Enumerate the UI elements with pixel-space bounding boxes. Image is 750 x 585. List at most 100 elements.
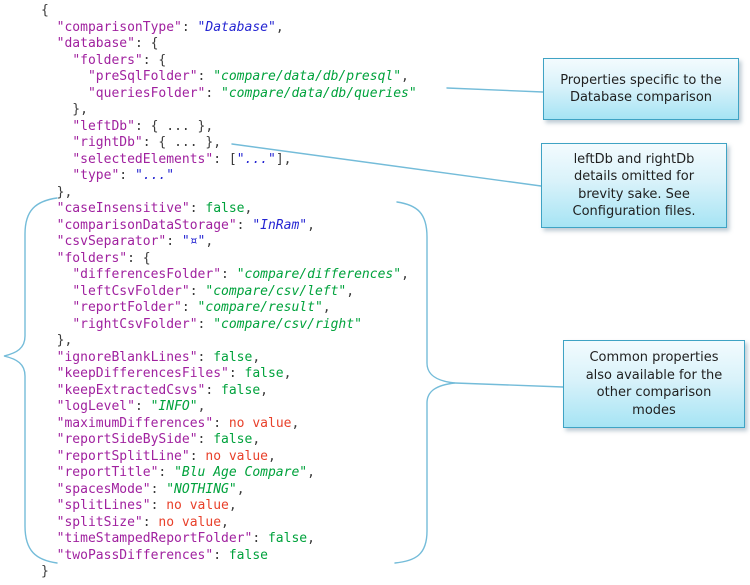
code-line: "folders": { — [41, 53, 417, 70]
code-token-punct — [41, 119, 72, 134]
code-token-punct — [41, 218, 57, 233]
code-token-punct: , — [236, 481, 245, 497]
code-token-punct: , — [221, 514, 229, 530]
code-line: } — [41, 564, 417, 581]
code-token-sgreen: "compare/csv/right" — [213, 316, 362, 332]
code-token-bool: false — [205, 201, 245, 216]
code-token-punct: , — [268, 448, 276, 464]
code-line: }, — [41, 185, 417, 202]
code-token-punct: : — [197, 316, 214, 332]
code-token-punct: : — [158, 465, 175, 480]
code-token-sgreen: "compare/data/db/queries" — [221, 85, 417, 101]
code-line: "splitLines": no value, — [41, 498, 417, 515]
code-token-punct: , — [401, 267, 409, 282]
code-token-punct: : — [189, 201, 206, 216]
code-token-punct — [41, 152, 72, 167]
code-token-key: "maximumDifferences" — [56, 415, 214, 431]
code-token-punct: : — [142, 514, 159, 530]
code-token-punct: : — [181, 19, 198, 35]
code-token-punct — [41, 531, 57, 546]
code-line: { — [41, 3, 417, 20]
code-token-punct: { — [41, 3, 49, 18]
code-token-punct: : — [119, 168, 135, 183]
code-token-key: "leftDb" — [72, 118, 135, 134]
callout-database-properties-text: Properties specific to the Database comp… — [560, 72, 722, 106]
code-token-key: "database" — [56, 36, 135, 51]
code-line: "comparisonDataStorage": "InRam", — [41, 218, 417, 235]
code-line: "reportFolder": "compare/result", — [41, 300, 417, 317]
code-token-key: "rightDb" — [72, 135, 143, 150]
code-token-punct: , — [307, 531, 315, 546]
code-line: "rightDb": { ... }, — [41, 135, 417, 152]
code-line: "type": "..." — [41, 168, 417, 185]
code-token-punct: : — [189, 448, 206, 464]
code-token-punct: : — [213, 415, 229, 431]
code-token-key: "comparisonType" — [56, 19, 182, 35]
code-token-key: "preSqlFolder" — [87, 69, 198, 84]
code-token-punct — [41, 53, 72, 68]
code-token-punct: , — [307, 465, 315, 480]
code-token-punct: : { — [142, 52, 167, 68]
code-token-sblue: "..." — [236, 151, 276, 167]
code-token-noval: no value — [158, 514, 222, 530]
callout-common-properties-text: Common properties also available for the… — [585, 350, 723, 418]
code-line: "queriesFolder": "compare/data/db/querie… — [41, 86, 417, 103]
code-token-bool: false — [244, 366, 284, 381]
code-token-sgreen: "compare/data/db/presql" — [213, 69, 402, 84]
code-token-punct — [41, 86, 88, 101]
code-line: "keepExtractedCsvs": false, — [41, 383, 417, 400]
code-token-punct: : — [181, 300, 198, 315]
code-token-punct: : — [197, 432, 214, 447]
code-token-bool: false — [213, 349, 253, 365]
code-token-punct — [41, 449, 57, 464]
code-token-punct: , — [197, 399, 206, 414]
code-token-punct: , — [205, 234, 214, 249]
code-token-punct — [41, 366, 57, 381]
callout-database-properties: Properties specific to the Database comp… — [543, 58, 739, 120]
code-token-key: "rightCsvFolder" — [72, 316, 198, 332]
code-token-punct: , — [291, 415, 300, 431]
code-token-punct — [41, 284, 72, 299]
code-token-key: "csvSeparator" — [56, 234, 167, 249]
code-token-punct: , — [228, 498, 237, 513]
code-token-punct — [41, 20, 57, 35]
connector-database-properties — [446, 87, 544, 93]
code-token-key: "spacesMode" — [56, 481, 151, 497]
code-token-punct — [41, 498, 57, 513]
code-token-sblue: "Database" — [197, 19, 276, 35]
code-token-key: "ignoreBlankLines" — [56, 349, 198, 365]
code-token-noval: no value — [205, 448, 268, 464]
code-token-punct: }, — [41, 102, 88, 117]
code-token-punct — [41, 399, 57, 414]
code-token-noval: no value — [228, 415, 292, 431]
code-token-punct: , — [252, 432, 261, 447]
code-token-punct: : — [228, 366, 245, 381]
code-token-punct: : — [134, 399, 151, 414]
code-token-punct: : — [166, 234, 182, 249]
code-token-punct — [41, 465, 57, 480]
code-token-sblue: "InRam" — [252, 217, 308, 233]
code-token-punct: : — [213, 547, 229, 563]
code-token-punct — [41, 234, 57, 249]
code-token-key: "keepDifferencesFiles" — [56, 366, 229, 381]
code-line: }, — [41, 102, 417, 119]
code-token-key: "splitLines" — [56, 498, 151, 513]
code-line: "differencesFolder": "compare/difference… — [41, 267, 417, 284]
code-line: "comparisonType": "Database", — [41, 20, 417, 37]
code-token-key: "twoPassDifferences" — [56, 547, 214, 563]
code-token-bool: false — [213, 432, 253, 447]
code-token-punct: : [ — [213, 151, 237, 167]
code-token-punct: : — [197, 69, 214, 84]
code-line: "maximumDifferences": no value, — [41, 416, 417, 433]
code-token-key: "splitSize" — [56, 514, 143, 530]
code-token-punct — [41, 482, 57, 497]
code-token-punct — [41, 350, 57, 365]
code-token-punct: }, — [41, 184, 73, 200]
code-token-key: "comparisonDataStorage" — [56, 217, 237, 233]
code-token-punct: : — [150, 481, 167, 497]
code-token-sgreen: "INFO" — [150, 399, 198, 414]
code-line: "splitSize": no value, — [41, 515, 417, 532]
code-token-key: "differencesFolder" — [72, 267, 222, 282]
code-token-key: "folders" — [56, 250, 128, 266]
